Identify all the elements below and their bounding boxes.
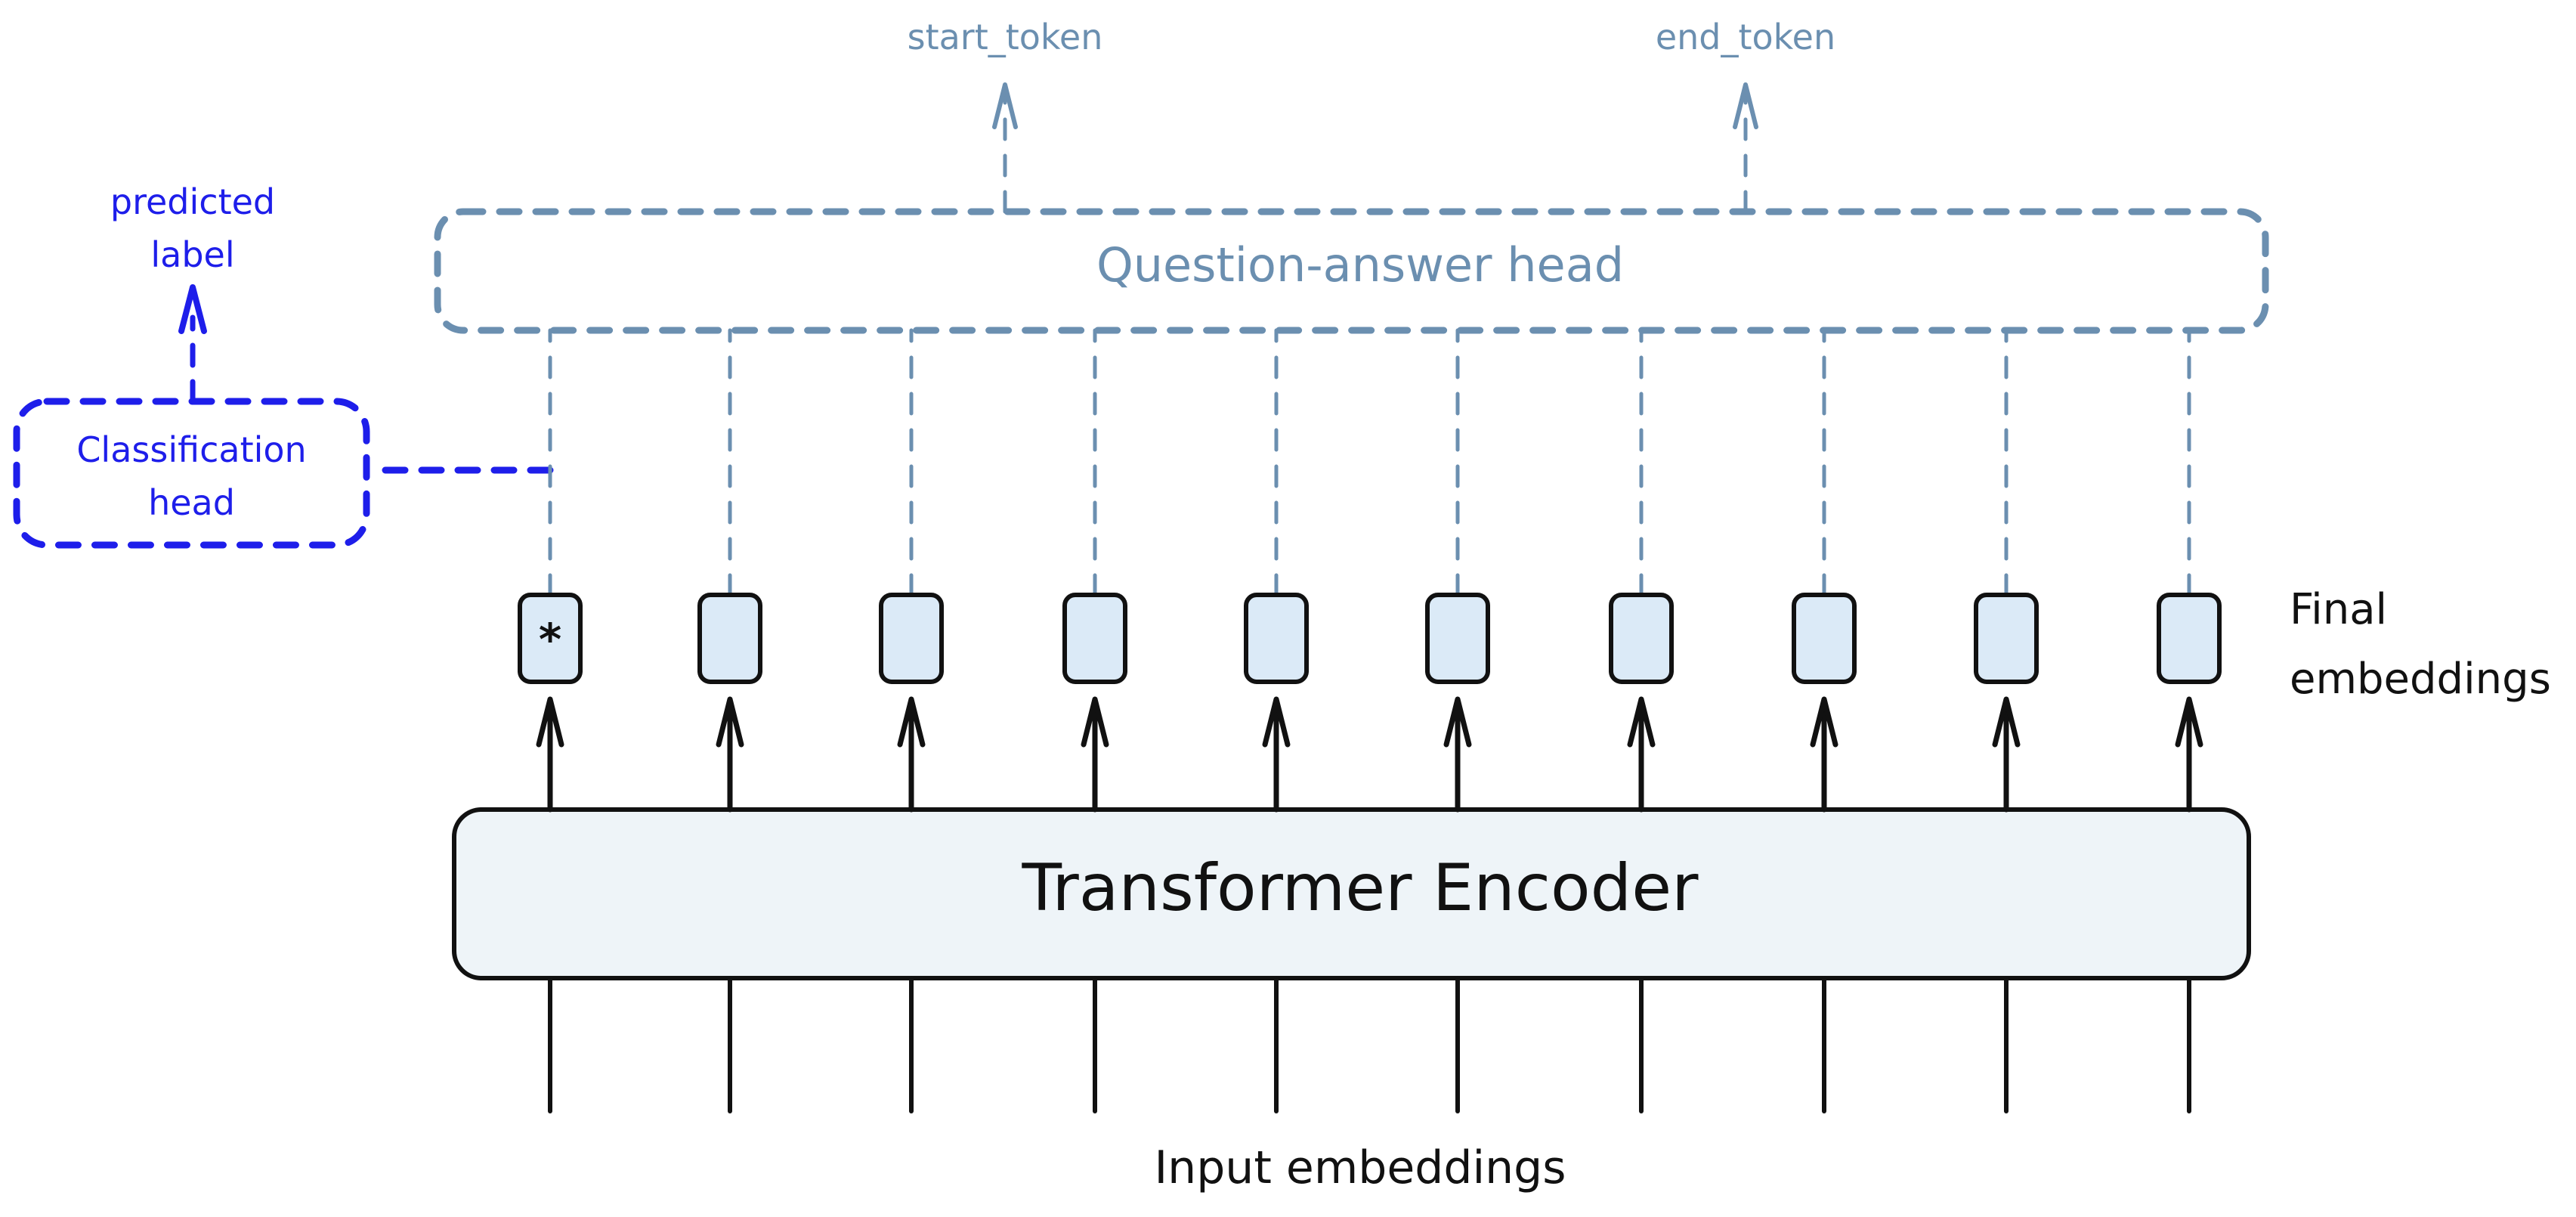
question-answer-head-label: Question-answer head [1096, 237, 1625, 293]
token-column [879, 328, 944, 1113]
classification-head-label-line2: head [148, 482, 235, 523]
predicted-label-arrow [178, 284, 207, 404]
arrow-head-icon [1992, 696, 2021, 748]
arrow-head-icon [897, 696, 926, 748]
token-column [1609, 328, 1674, 1113]
transformer-encoder-box [452, 807, 2251, 980]
predicted-label-text: predicted label [110, 181, 276, 275]
token-column [1792, 328, 1857, 1113]
arrow-head-icon [716, 696, 744, 748]
final-embedding-box [1425, 593, 1490, 684]
end-token-label: end_token [1655, 17, 1836, 57]
input-embeddings-label: Input embeddings [1154, 1141, 1566, 1194]
start-token-label: start_token [907, 17, 1103, 57]
final-embedding-box [697, 593, 762, 684]
token-column [2157, 328, 2222, 1113]
final-embedding-box [1792, 593, 1857, 684]
arrow-head-icon [1443, 696, 1472, 748]
arrow-head-icon [1081, 696, 1109, 748]
end-token-arrow [1733, 82, 1758, 214]
token-column [1974, 328, 2039, 1113]
final-embedding-box [1062, 593, 1127, 684]
question-answer-head-box [434, 208, 2269, 334]
arrow-head-icon [1627, 696, 1656, 748]
final-embedding-box [1609, 593, 1674, 684]
arrow-head-icon [536, 696, 564, 748]
final-embedding-box [518, 593, 583, 684]
token-column [1062, 328, 1127, 1113]
transformer-encoder-label: Transformer Encoder [1022, 850, 1699, 926]
token-column: * [518, 328, 583, 1113]
final-embedding-box [2157, 593, 2222, 684]
arrow-head-icon [1810, 696, 1838, 748]
start-token-arrow [992, 82, 1018, 214]
token-column [1244, 328, 1309, 1113]
token-column [1425, 328, 1490, 1113]
final-embedding-box [1244, 593, 1309, 684]
final-embeddings-label-line1: Final [2290, 585, 2388, 634]
arrow-head-icon [1262, 696, 1291, 748]
token-column [697, 328, 762, 1113]
cls-token-marker: * [539, 614, 561, 665]
final-embeddings-label-line2: embeddings [2290, 655, 2551, 704]
final-embedding-box [1974, 593, 2039, 684]
arrow-head-icon [2175, 696, 2203, 748]
final-embedding-box [879, 593, 944, 684]
classification-head-label-line1: Classification [76, 429, 307, 470]
